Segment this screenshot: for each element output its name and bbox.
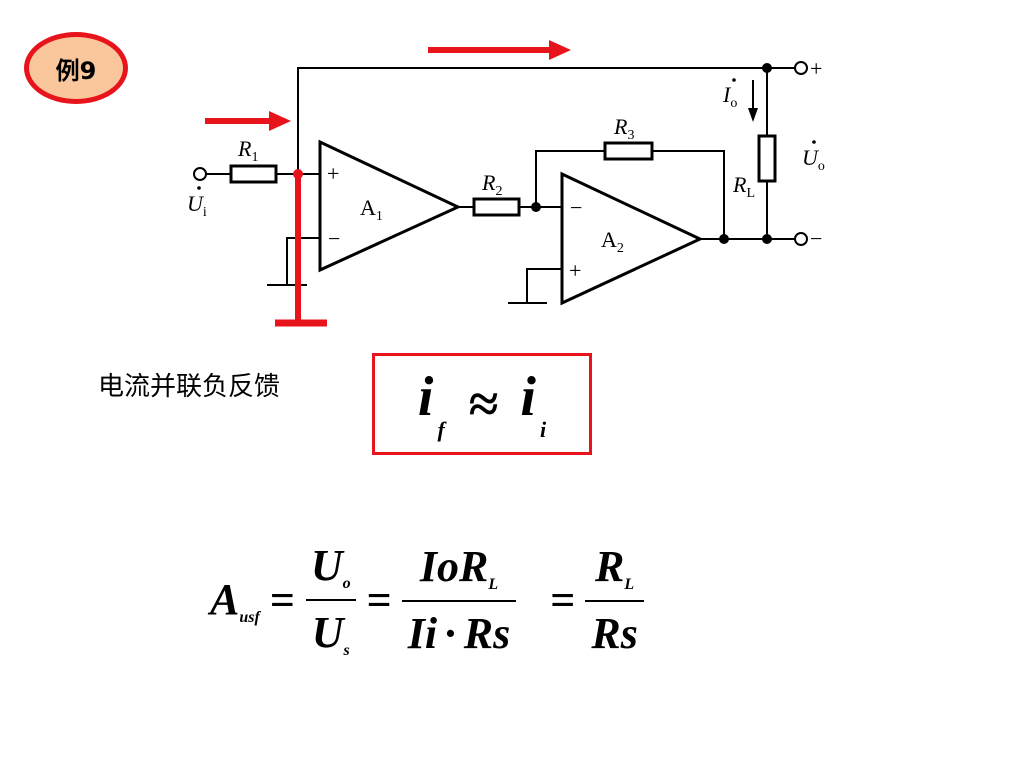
fraction-denominator: Ii·Rs — [401, 600, 517, 659]
output-terminal-plus — [794, 61, 808, 75]
label-r2: R2 — [481, 170, 502, 199]
example-badge-label: 例9 — [55, 56, 97, 85]
gain-formula: Ausf = Uo Us = IoRL Ii·Rs = RL Rs — [210, 535, 644, 665]
resistor-rl — [757, 134, 777, 183]
approx-left: if — [417, 366, 445, 442]
equals-sign: = — [550, 575, 576, 625]
opamp-a1 — [318, 139, 462, 273]
opamp-a2 — [560, 171, 704, 306]
junction-dot — [762, 63, 772, 73]
phasor-dot — [812, 140, 816, 144]
fraction-denominator: Rs — [585, 600, 644, 659]
fraction-numerator: Uo — [310, 541, 351, 592]
current-arrow-top — [428, 40, 571, 60]
feedback-type-label: 电流并联负反馈 — [98, 372, 281, 402]
resistor-r2 — [472, 197, 521, 217]
label-opamp-a2: A2 — [601, 227, 624, 256]
a1-minus-sign: − — [328, 226, 340, 251]
equals-sign: = — [366, 575, 392, 625]
approximation-formula-box: if ≈ ii — [372, 353, 592, 455]
output-terminal-minus — [794, 232, 808, 246]
phasor-dot — [732, 78, 736, 82]
fraction-numerator: IoRL — [419, 542, 499, 593]
label-rl: RL — [732, 172, 755, 201]
fraction-numerator: RL — [595, 542, 635, 593]
label-output-voltage: Uo — [802, 145, 825, 174]
a2-plus-sign: + — [569, 258, 581, 283]
gain-lhs: Ausf — [210, 574, 260, 626]
approx-symbol: ≈ — [468, 374, 499, 434]
label-input-voltage: Ui — [187, 191, 207, 220]
output-minus-sign: − — [810, 226, 822, 251]
wires — [206, 67, 795, 304]
example-badge: 例9 — [24, 32, 128, 104]
junction-dot — [531, 202, 541, 212]
equals-sign: = — [269, 575, 295, 625]
label-opamp-a1: A1 — [360, 195, 383, 224]
resistor-r1 — [229, 164, 278, 184]
label-r3: R3 — [613, 114, 634, 143]
label-r1: R1 — [237, 136, 258, 165]
current-arrow-input — [205, 111, 291, 131]
a1-plus-sign: + — [327, 161, 339, 186]
fraction-rl-rs: RL Rs — [585, 541, 644, 659]
phasor-dot — [197, 186, 201, 190]
red-ground-line — [275, 174, 327, 327]
output-plus-sign: + — [810, 56, 822, 81]
a2-minus-sign: − — [570, 195, 582, 220]
junction-dot — [719, 234, 729, 244]
resistor-r3 — [603, 141, 654, 161]
fraction-ior-iirs: IoRL Ii·Rs — [401, 541, 517, 659]
fraction-uo-us: Uo Us — [305, 540, 357, 660]
output-current-arrow — [748, 80, 758, 122]
fraction-denominator: Us — [305, 599, 356, 660]
input-terminal — [193, 167, 207, 181]
approx-right: ii — [520, 366, 547, 442]
junction-dot — [762, 234, 772, 244]
label-output-current: Io — [722, 82, 737, 111]
